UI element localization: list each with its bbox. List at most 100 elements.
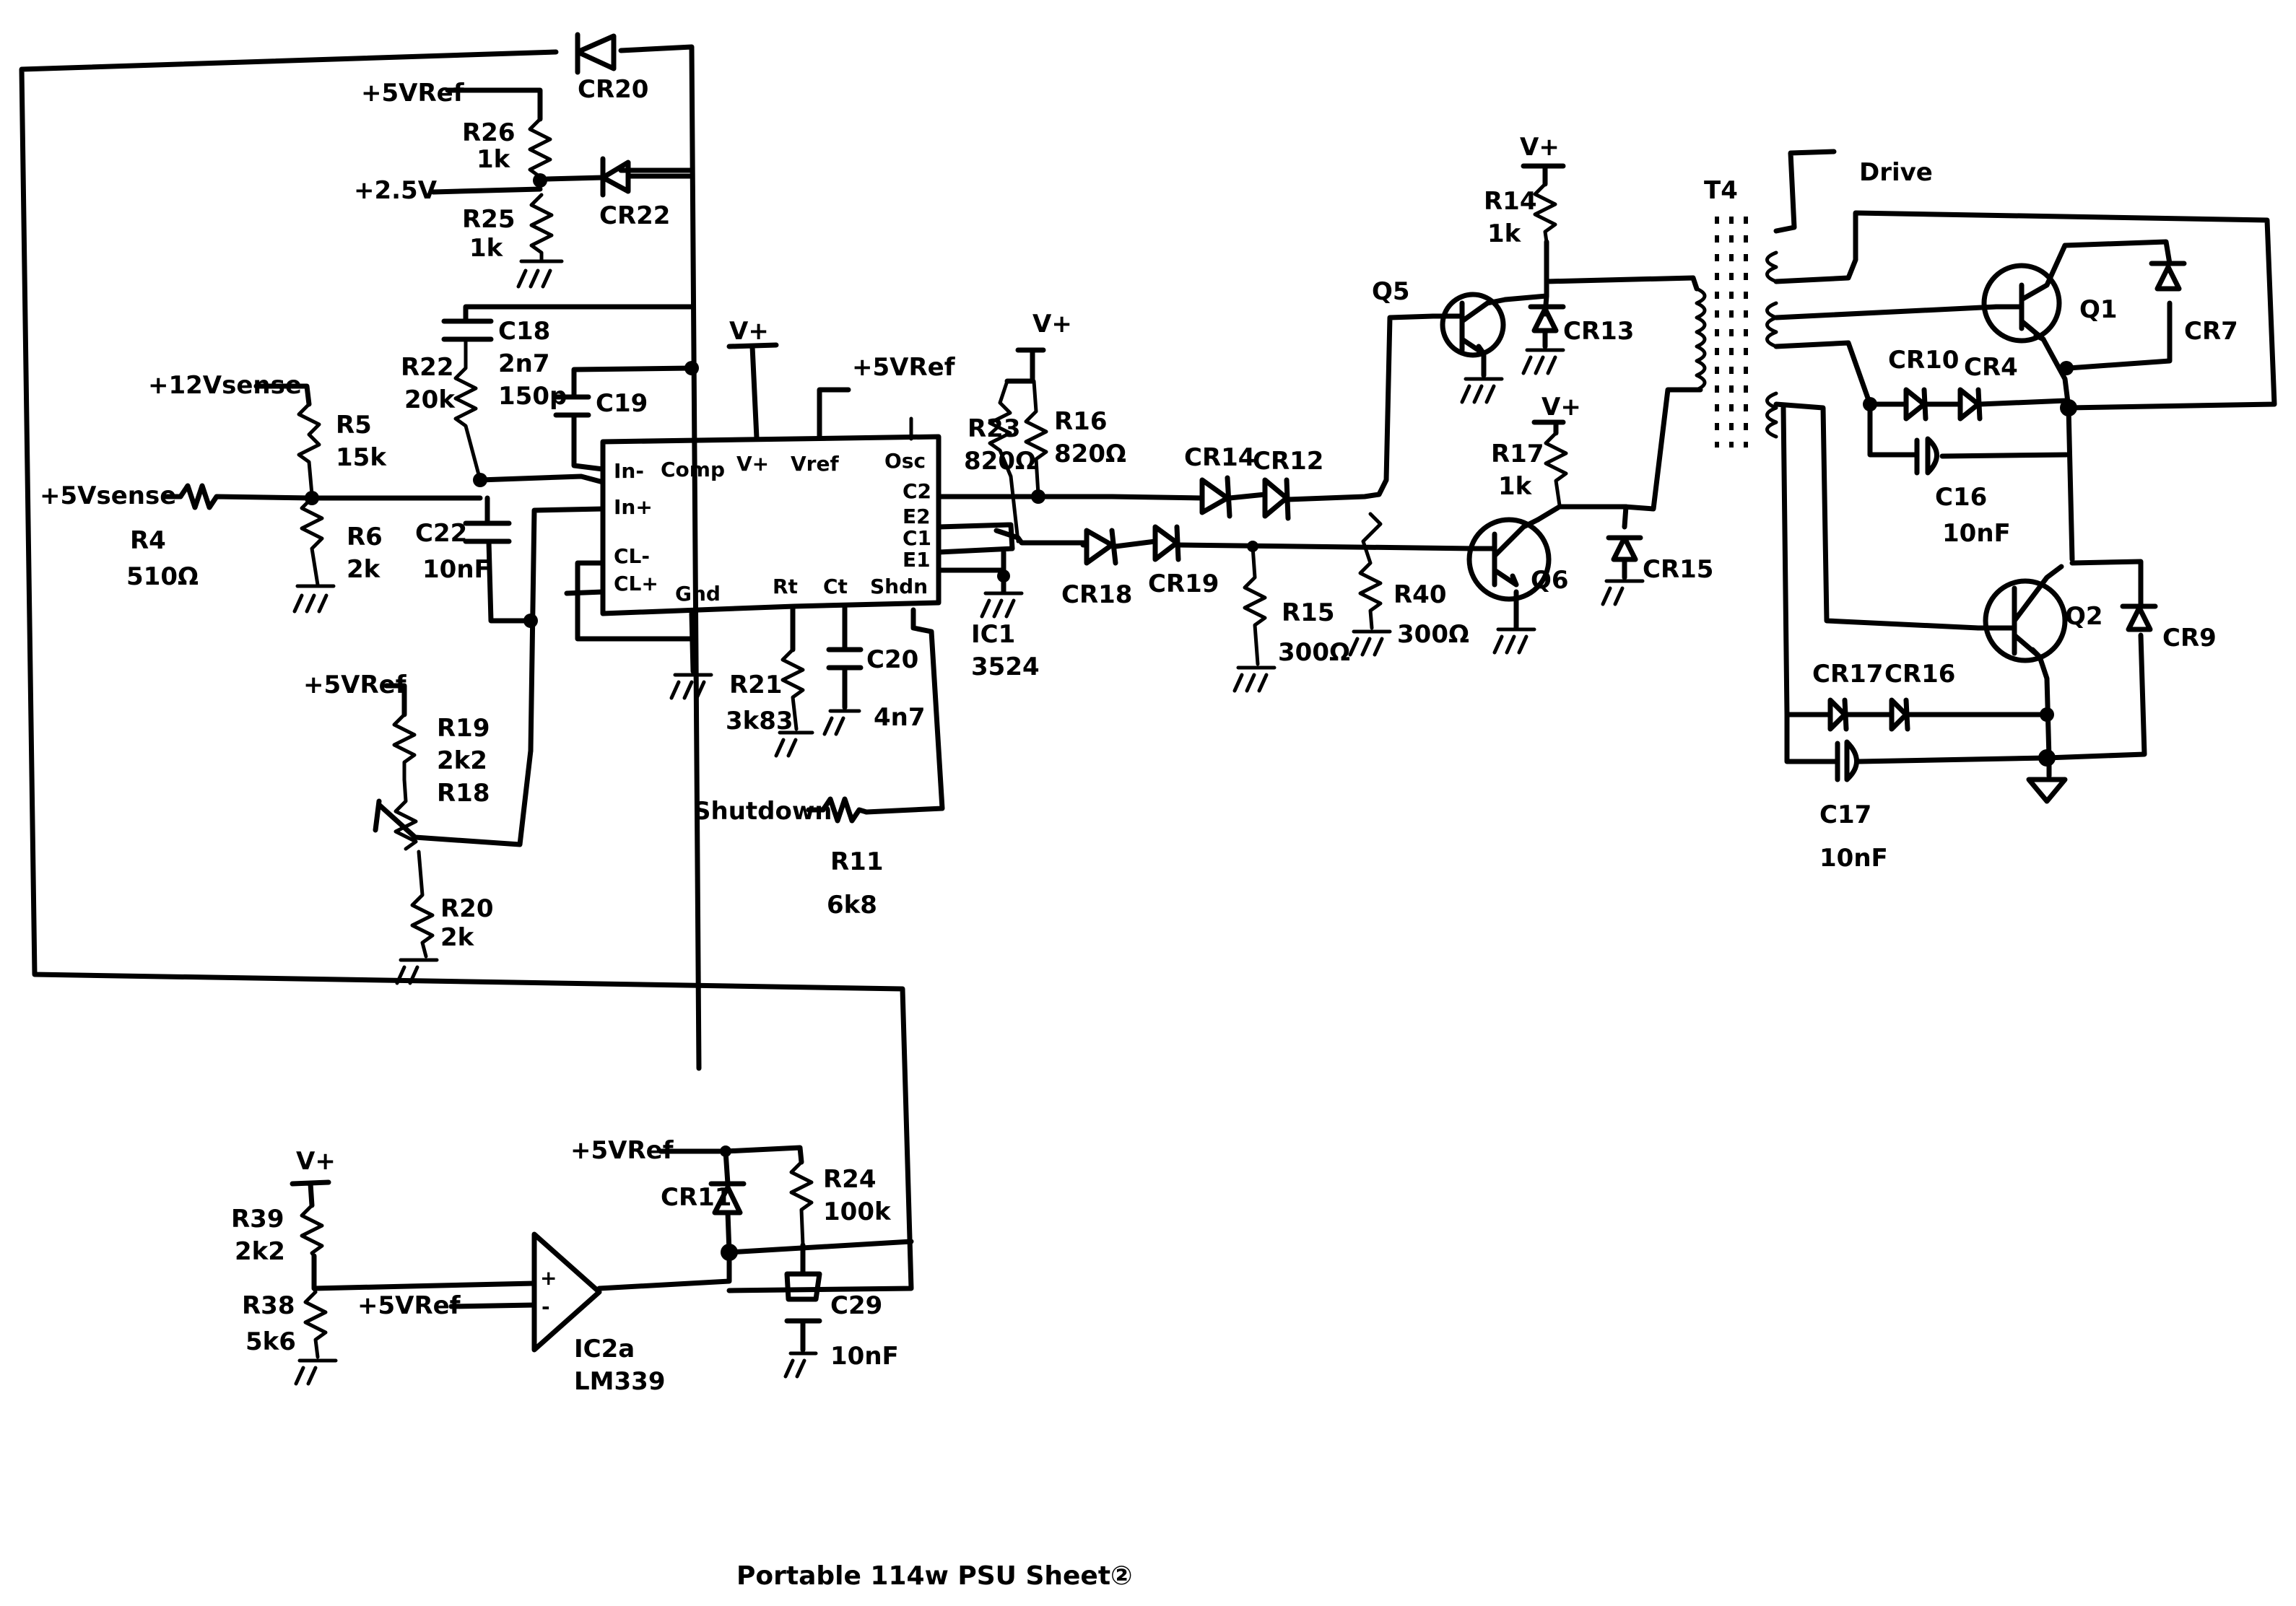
r39-ref: R39 — [231, 1205, 284, 1234]
r6-value: 2k — [347, 555, 381, 584]
transistor-q1[interactable] — [1981, 243, 2068, 344]
r25-value: 1k — [469, 234, 504, 263]
c20-value: 4n7 — [874, 703, 926, 732]
r5-value: 15k — [336, 443, 387, 472]
potentiometer-r18 — [393, 777, 418, 851]
capacitor-c16 — [1867, 401, 2069, 476]
ic1-part: 3524 — [971, 653, 1040, 681]
r26-ref: R26 — [462, 118, 516, 147]
diode-cr20[interactable]: CR20 — [575, 32, 648, 104]
q5-label: Q5 — [1372, 277, 1410, 306]
overvoltage-detector: V+ R39 2k2 R38 5k6 +5VRef + - IC2a LM339… — [231, 1136, 914, 1396]
ic1-pwm-controller[interactable]: In- In+ CL- CL+ Comp V+ Vref Osc Gnd Rt … — [600, 434, 1040, 681]
c29-value: 10nF — [830, 1342, 899, 1371]
ic1-pin-shutdown: Shdn — [870, 575, 928, 598]
diode-cr19 — [1152, 524, 1181, 562]
secondary-q1-winding — [1765, 301, 1778, 349]
resistor-r16 — [1024, 379, 1048, 497]
secondary-drive-winding — [1765, 250, 1778, 284]
cr11-label: CR11 — [661, 1183, 731, 1212]
r24-ref: R24 — [823, 1165, 877, 1194]
ic1-pin-in-minus: In- — [614, 459, 644, 483]
ic2-minus-pin: - — [542, 1295, 550, 1319]
q2-label: Q2 — [2065, 602, 2103, 631]
cr10-label: CR10 — [1888, 346, 1959, 375]
feedback-loop-wires — [19, 44, 914, 1293]
cr18-label: CR18 — [1061, 580, 1132, 609]
secondary-q2-winding — [1765, 391, 1778, 439]
q1-label: Q1 — [2079, 295, 2118, 324]
c18-value: 2n7 — [498, 349, 550, 378]
r22-value: 20k — [404, 385, 456, 414]
ic1-pin-gnd: Gnd — [675, 582, 721, 606]
ground-icon — [516, 259, 564, 289]
output-stage: Drive Q1 CR7 CR10 CR4 C16 10nF Q2 C — [1773, 149, 2277, 873]
r23-value: 820Ω — [964, 447, 1036, 476]
resistor-r38 — [303, 1286, 328, 1359]
r20-value: 2k — [440, 923, 475, 952]
transistor-q2[interactable] — [1975, 564, 2068, 663]
c16-value: 10nF — [1942, 519, 2011, 548]
ground-icon — [980, 591, 1024, 619]
resistor-r22 — [453, 337, 482, 482]
rail-5vref-1: +5VRef — [361, 79, 465, 108]
cr19-label: CR19 — [1148, 569, 1219, 598]
resistor-r20 — [410, 850, 435, 959]
ic2-plus-pin: + — [540, 1266, 557, 1290]
resistor-r17 — [1544, 431, 1568, 507]
capacitor-c22 — [463, 520, 512, 544]
c17-ref: C17 — [1819, 800, 1871, 829]
diode-cr9 — [2120, 603, 2158, 632]
transformer-t4[interactable]: T4 — [1695, 176, 1778, 448]
compensation-network: C18 2n7 R22 20k 150p C19 — [401, 304, 699, 482]
r26-value: 1k — [477, 145, 511, 174]
r14-ref: R14 — [1484, 187, 1537, 216]
transistor-q5-stage: Q5 V+ R14 1k CR13 — [1372, 133, 1700, 404]
sheet-title: Portable 114w PSU Sheet② — [736, 1561, 1133, 1591]
ic1-ref: IC1 — [971, 620, 1015, 649]
c17-value: 10nF — [1819, 844, 1888, 873]
r19-value: 2k2 — [437, 746, 487, 775]
c29-ref: C29 — [830, 1291, 882, 1320]
ground-icon — [294, 1358, 338, 1386]
r19-ref: R19 — [437, 714, 490, 743]
r4-ref: R4 — [130, 526, 166, 555]
r24-value: 100k — [823, 1197, 892, 1226]
capacitor-c18 — [441, 318, 494, 342]
ground-icon — [1348, 629, 1392, 657]
comparator-ic2a[interactable]: + - — [531, 1231, 602, 1353]
rail-2-5v: +2.5V — [354, 176, 438, 205]
c18-ref: C18 — [498, 317, 550, 346]
diode-cr14 — [1199, 475, 1232, 519]
diode-cr18 — [1084, 528, 1118, 566]
capacitor-c29 — [784, 1242, 822, 1353]
resistor-r6 — [300, 496, 324, 587]
r15-value: 300Ω — [1278, 638, 1350, 667]
c22-ref: C22 — [415, 519, 467, 548]
diode-cr22 — [600, 156, 631, 198]
rail-5vref-3: +5VRef — [570, 1136, 674, 1165]
cr16-label: CR16 — [1884, 660, 1955, 689]
ground-icon — [1521, 348, 1565, 375]
cr17-label: CR17 — [1812, 660, 1883, 689]
ground-icon — [783, 1351, 818, 1379]
ic2-ref: IC2a — [574, 1335, 635, 1363]
r17-value: 1k — [1498, 472, 1533, 501]
drive-label: Drive — [1859, 158, 1933, 187]
ic1-pin-comp: Comp — [661, 458, 725, 481]
rail-5v-sense: +5Vsense — [40, 481, 176, 510]
transistor-q5[interactable] — [1430, 292, 1508, 358]
resistor-r21 — [780, 647, 805, 731]
ic1-pin-in-plus: In+ — [614, 495, 653, 519]
vplus-label-pullups: V+ — [1032, 310, 1072, 339]
cr22-label: CR22 — [599, 201, 670, 230]
transistor-q6-stage: Q6 V+ R17 1k CR15 — [1466, 387, 1713, 655]
q6-label: Q6 — [1531, 566, 1569, 595]
vplus-label-r17: V+ — [1541, 393, 1581, 422]
cr20-label: CR20 — [578, 75, 648, 104]
transistor-q6[interactable] — [1466, 517, 1552, 602]
ic1-pin-cl-plus: CL+ — [614, 572, 658, 595]
cr15-label: CR15 — [1643, 555, 1713, 584]
vplus-label-r39: V+ — [296, 1147, 336, 1176]
ic1-pin-c2: C2 — [903, 479, 931, 503]
